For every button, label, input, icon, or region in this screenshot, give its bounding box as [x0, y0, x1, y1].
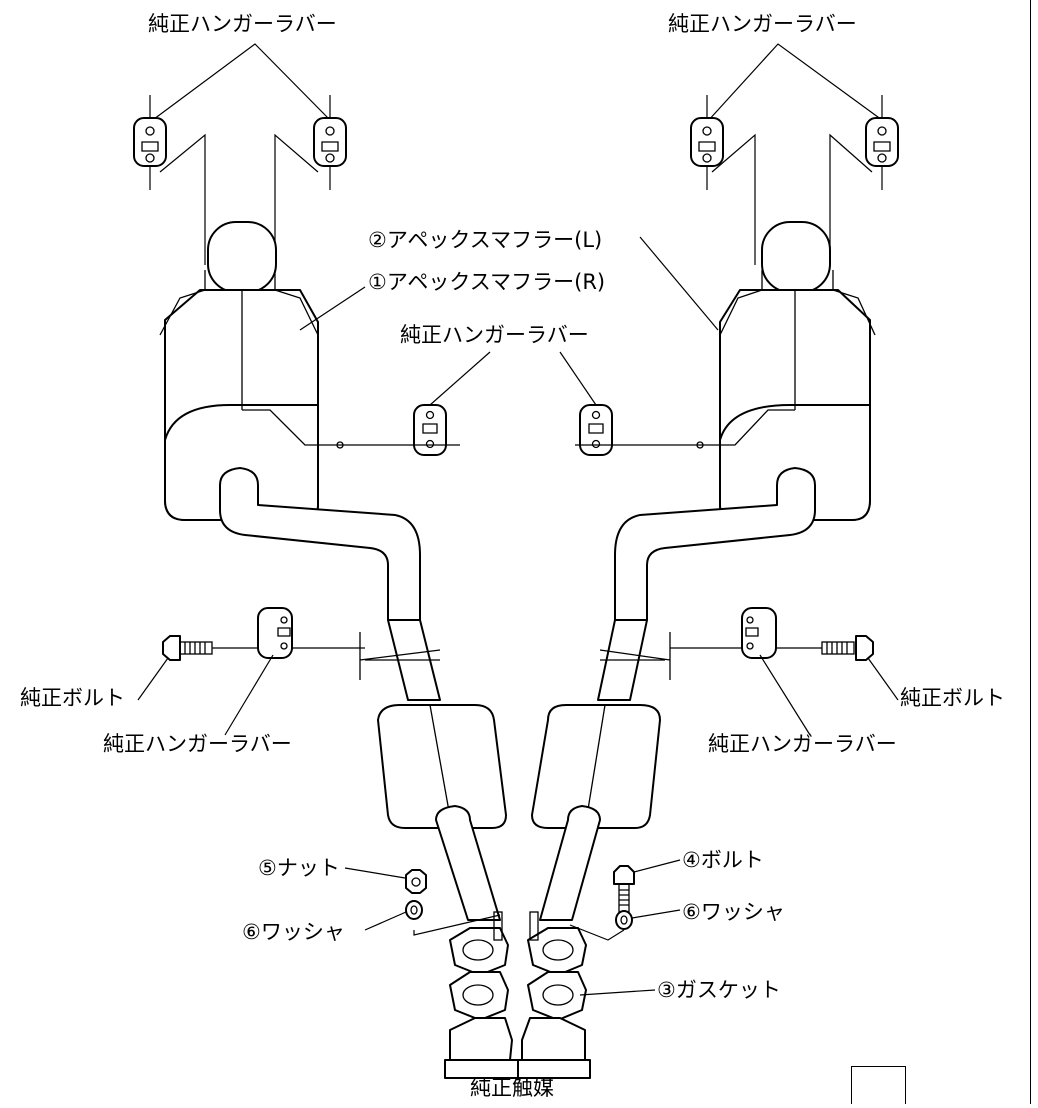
label-hanger-top-left: 純正ハンガーラバー	[148, 12, 337, 36]
hanger-rubber-mid-right	[559, 351, 700, 456]
bolt-4	[613, 859, 681, 913]
leader-lines-top-right	[706, 43, 883, 265]
label-gasket: ③ガスケット	[657, 978, 781, 1002]
leader-lines-top-left	[149, 43, 331, 265]
label-bolt-left: 純正ボルト	[20, 686, 125, 710]
label-hanger-mid: 純正ハンガーラバー	[400, 323, 589, 347]
hanger-rubber-top-1	[133, 117, 167, 167]
label-nut: ⑤ナット	[258, 856, 340, 880]
leader-muffler-l	[639, 236, 719, 331]
hanger-rubber-top-4	[865, 117, 899, 167]
label-muffler-l: ②アペックスマフラー(L)	[368, 228, 603, 252]
label-hanger-low-left: 純正ハンガーラバー	[103, 732, 292, 756]
hanger-rubber-low-right	[670, 607, 822, 736]
washer-6-right	[569, 909, 681, 941]
label-bolt-4: ④ボルト	[682, 848, 764, 872]
label-hanger-top-right: 純正ハンガーラバー	[668, 12, 857, 36]
hanger-rubber-top-2	[313, 117, 347, 167]
label-bolt-right: 純正ボルト	[900, 686, 1005, 710]
stock-bolt-right	[821, 635, 899, 701]
hanger-rubber-mid-left	[340, 351, 491, 456]
label-washer-left: ⑥ワッシャ	[242, 920, 345, 944]
center-pipe-left	[359, 619, 507, 921]
center-pipe-right	[531, 619, 671, 921]
muffler-l	[614, 221, 876, 621]
label-catalyst: 純正触媒	[470, 1076, 554, 1100]
nut-5	[344, 867, 427, 894]
washer-6-left	[364, 900, 501, 936]
gasket-leader	[579, 989, 656, 996]
label-muffler-r: ①アペックスマフラー(R)	[368, 270, 606, 294]
muffler-r	[159, 221, 421, 621]
catalyst-flange-left	[444, 911, 521, 1079]
catalyst-flange-right	[517, 911, 591, 1079]
label-washer-right: ⑥ワッシャ	[682, 900, 785, 924]
hanger-rubber-low-left	[212, 607, 365, 736]
stock-bolt-left	[137, 635, 213, 701]
label-hanger-low-right: 純正ハンガーラバー	[708, 732, 897, 756]
leader-muffler-r	[299, 286, 366, 331]
page-edge	[1030, 0, 1038, 1104]
hanger-rubber-top-3	[690, 117, 724, 167]
corner-box	[851, 1066, 906, 1104]
